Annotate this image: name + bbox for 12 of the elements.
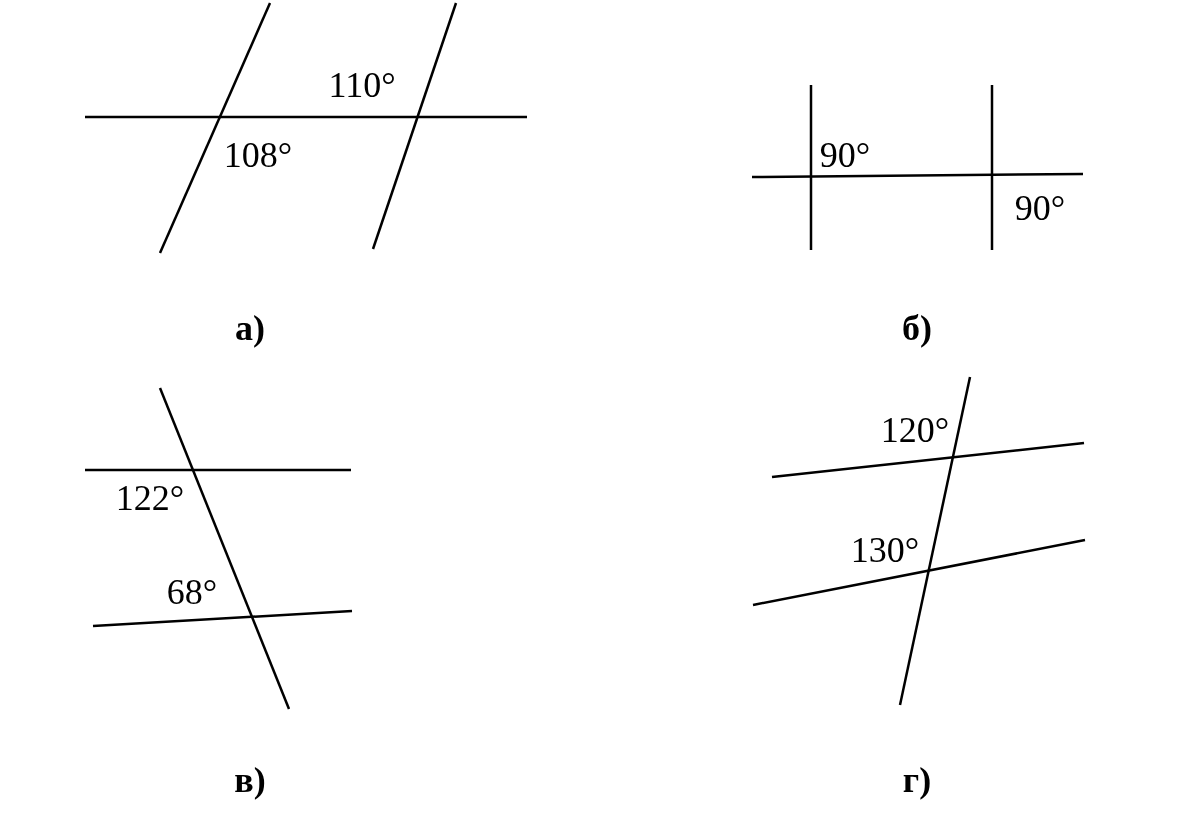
figure-label: а): [235, 310, 265, 346]
angle-label: 90°: [819, 137, 871, 173]
angle-label: 130°: [850, 532, 920, 568]
angle-label: 68°: [166, 574, 218, 610]
figure-label: б): [902, 310, 932, 346]
figure-label: в): [234, 762, 266, 798]
angle-label: 108°: [223, 137, 293, 173]
angle-label: 90°: [1014, 190, 1066, 226]
angle-label: 110°: [328, 67, 396, 103]
angle-label: 120°: [880, 412, 950, 448]
figure-label: г): [902, 762, 932, 798]
angle-label: 122°: [115, 480, 185, 516]
